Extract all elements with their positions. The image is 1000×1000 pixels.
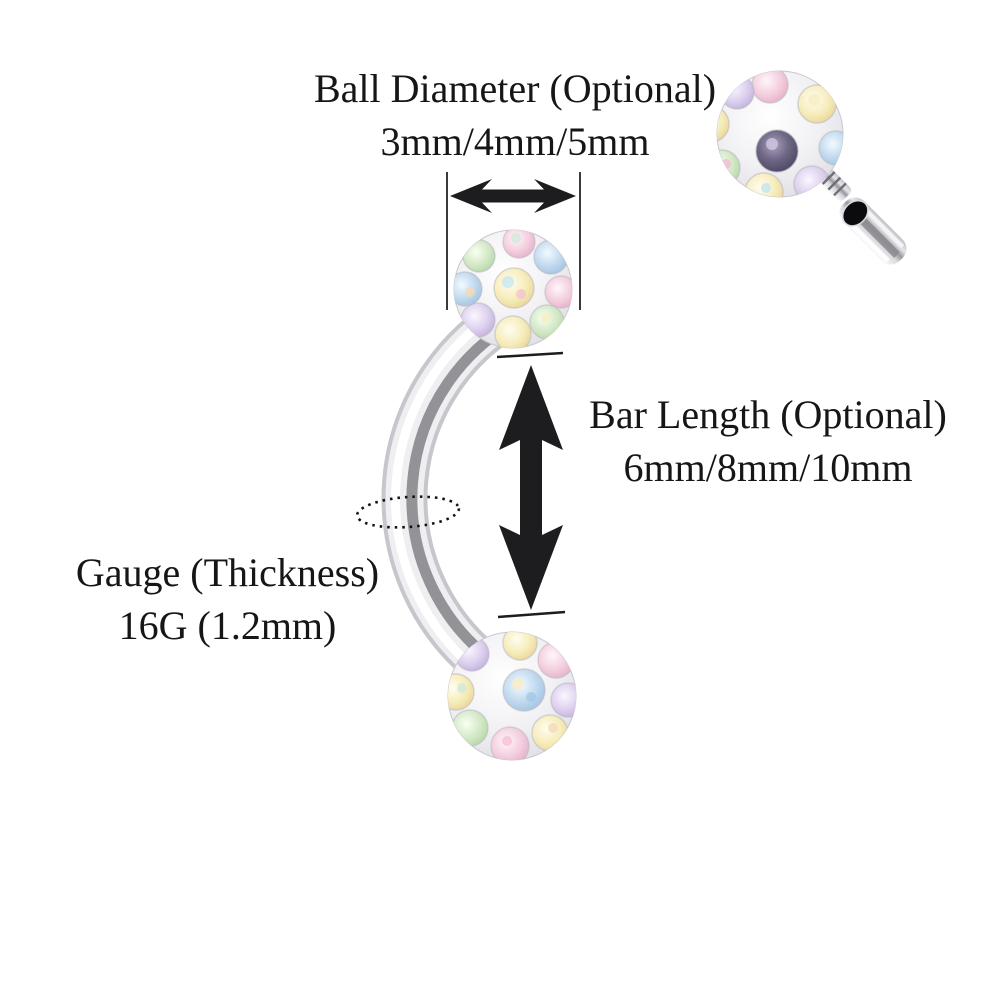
double-arrow-vertical-icon [499,365,563,610]
ball-diameter-values: 3mm/4mm/5mm [380,119,650,164]
gauge-title: Gauge (Thickness) [75,550,380,595]
gauge-dotted-ellipse-icon [355,495,461,529]
curved-barbell-bar [381,291,534,685]
inset-detail [716,70,907,265]
inset-crystal-ball [716,70,844,198]
bar-length-title: Bar Length (Optional) [589,392,947,437]
bar-length-label: Bar Length (Optional) 6mm/8mm/10mm [538,388,998,494]
double-arrow-horizontal-icon [450,179,576,213]
bar-threaded-end [839,197,907,265]
gauge-values: 16G (1.2mm) [118,603,337,648]
bar-length-values: 6mm/8mm/10mm [623,445,913,490]
gauge-label: Gauge (Thickness) 16G (1.2mm) [0,546,455,652]
ball-diameter-label: Ball Diameter (Optional) 3mm/4mm/5mm [265,62,765,168]
tick-top [496,351,564,359]
ball-diameter-title: Ball Diameter (Optional) [313,66,717,111]
inset-center-gem [755,129,799,173]
threaded-hole [842,200,868,226]
tick-bottom [497,610,566,619]
